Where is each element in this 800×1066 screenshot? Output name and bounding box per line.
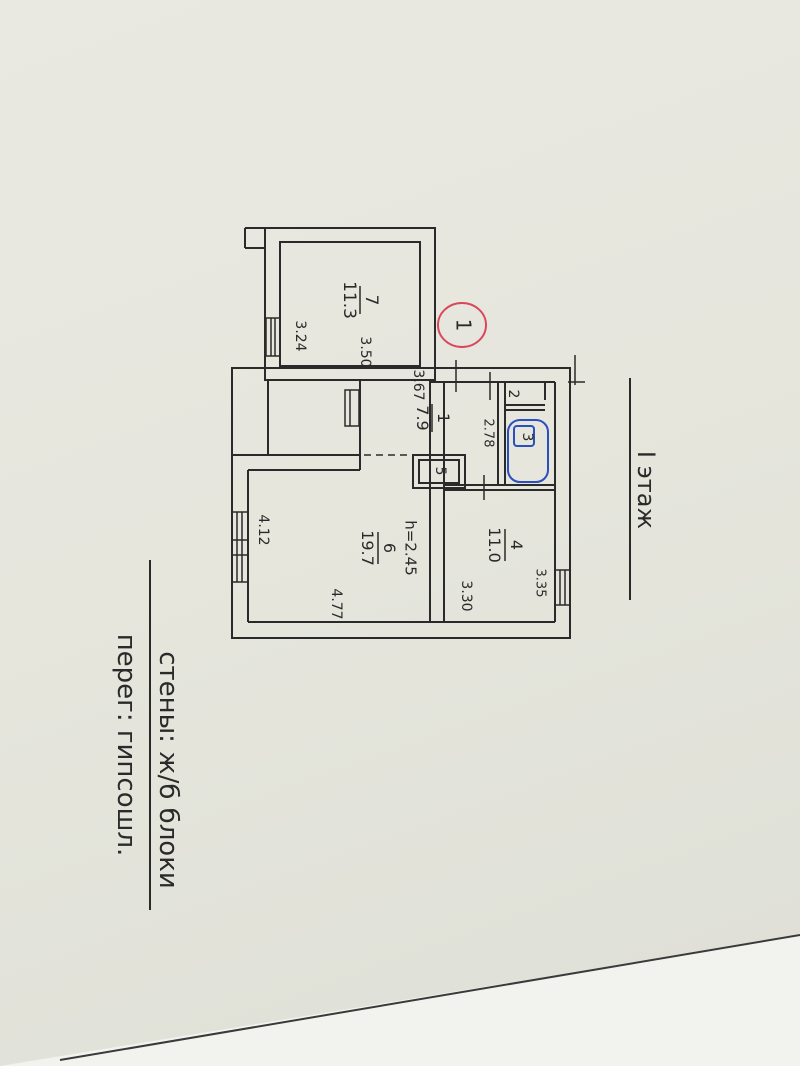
dim-2-78: 2.78: [481, 419, 496, 448]
plan-label-text: 1: [452, 319, 476, 332]
plan-label: 1: [452, 319, 476, 332]
door-ticks: [455, 355, 585, 500]
dim-4-12: 4.12: [255, 514, 271, 545]
dim-4-77: 4.77: [328, 588, 344, 619]
bathtub-icon: [507, 419, 549, 483]
wall-main-outer: [231, 367, 571, 639]
room-7-area: 11.3: [339, 281, 359, 319]
wall-room-7-inner: [279, 241, 421, 367]
room-7-id: 7: [361, 295, 381, 306]
dim-3-35: 3.35: [533, 569, 548, 598]
room-1-id: 1: [434, 413, 453, 423]
plan-label-circle: [437, 302, 487, 348]
sheet-edge: [59, 934, 800, 1061]
wall-material-note: стены: ж/б блоки: [153, 651, 183, 889]
dim-3-30: 3.30: [458, 580, 474, 611]
dim-3-24: 3.24: [292, 320, 308, 351]
wall-room-7-outer: [264, 227, 436, 381]
dim-3-67: 3.67: [410, 369, 426, 400]
partition-material-note: перег: гипсошл.: [111, 634, 141, 857]
walls: [231, 227, 571, 639]
room-6-area: 19.7: [358, 530, 377, 566]
room-2-id: 2: [505, 390, 521, 399]
room-1-area: 7.9: [413, 405, 432, 430]
room-3-id: 3: [519, 433, 535, 442]
dim-3-50: 3.50: [357, 336, 373, 367]
room-6-id: 6: [380, 543, 399, 553]
windows: [231, 317, 571, 606]
floor-title: I этаж: [632, 451, 660, 529]
room-4-id: 4: [507, 540, 526, 550]
room-5-id: 5: [432, 467, 448, 476]
ceiling-height: h=2.45: [402, 520, 420, 575]
room-4-area: 11.0: [485, 527, 504, 563]
table-surface: [0, 935, 800, 1066]
